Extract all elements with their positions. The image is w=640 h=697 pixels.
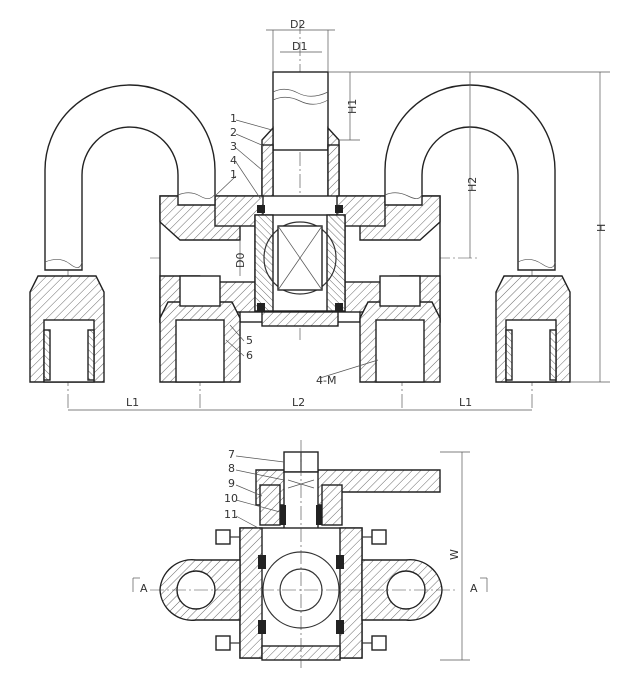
- dim-h-label: H: [595, 224, 608, 232]
- callout-9: 9: [228, 477, 235, 490]
- dim-w-label: W: [448, 549, 461, 560]
- callout-11: 11: [224, 508, 238, 521]
- callout-8: 8: [228, 462, 235, 475]
- dim-l1-left-label: L1: [126, 396, 139, 409]
- callout-2: 2: [230, 126, 237, 139]
- dim-h2-label: H2: [466, 177, 479, 192]
- front-section-view: [29, 20, 610, 411]
- callout-3: 3: [230, 140, 237, 153]
- dim-h1-label: H1: [346, 99, 359, 114]
- callout-10: 10: [224, 492, 238, 505]
- section-mark-right: A: [470, 582, 478, 595]
- callout-4-m: 4-M: [316, 374, 336, 387]
- callout-4: 4: [230, 154, 237, 167]
- callout-5: 5: [246, 334, 253, 347]
- section-mark-left: A: [140, 582, 148, 595]
- top-leader-lines: [214, 119, 379, 379]
- callout-6: 6: [246, 349, 253, 362]
- dim-l2-label: L2: [292, 396, 305, 409]
- callout-1a: 1: [230, 112, 237, 125]
- dim-l1-right-label: L1: [459, 396, 472, 409]
- dim-d0-label: D0: [234, 253, 247, 268]
- callout-1b: 1: [230, 168, 237, 181]
- dim-d1-label: D1: [292, 40, 307, 53]
- callout-7: 7: [228, 448, 235, 461]
- side-section-view: [132, 440, 488, 668]
- dim-d2-label: D2: [290, 18, 305, 31]
